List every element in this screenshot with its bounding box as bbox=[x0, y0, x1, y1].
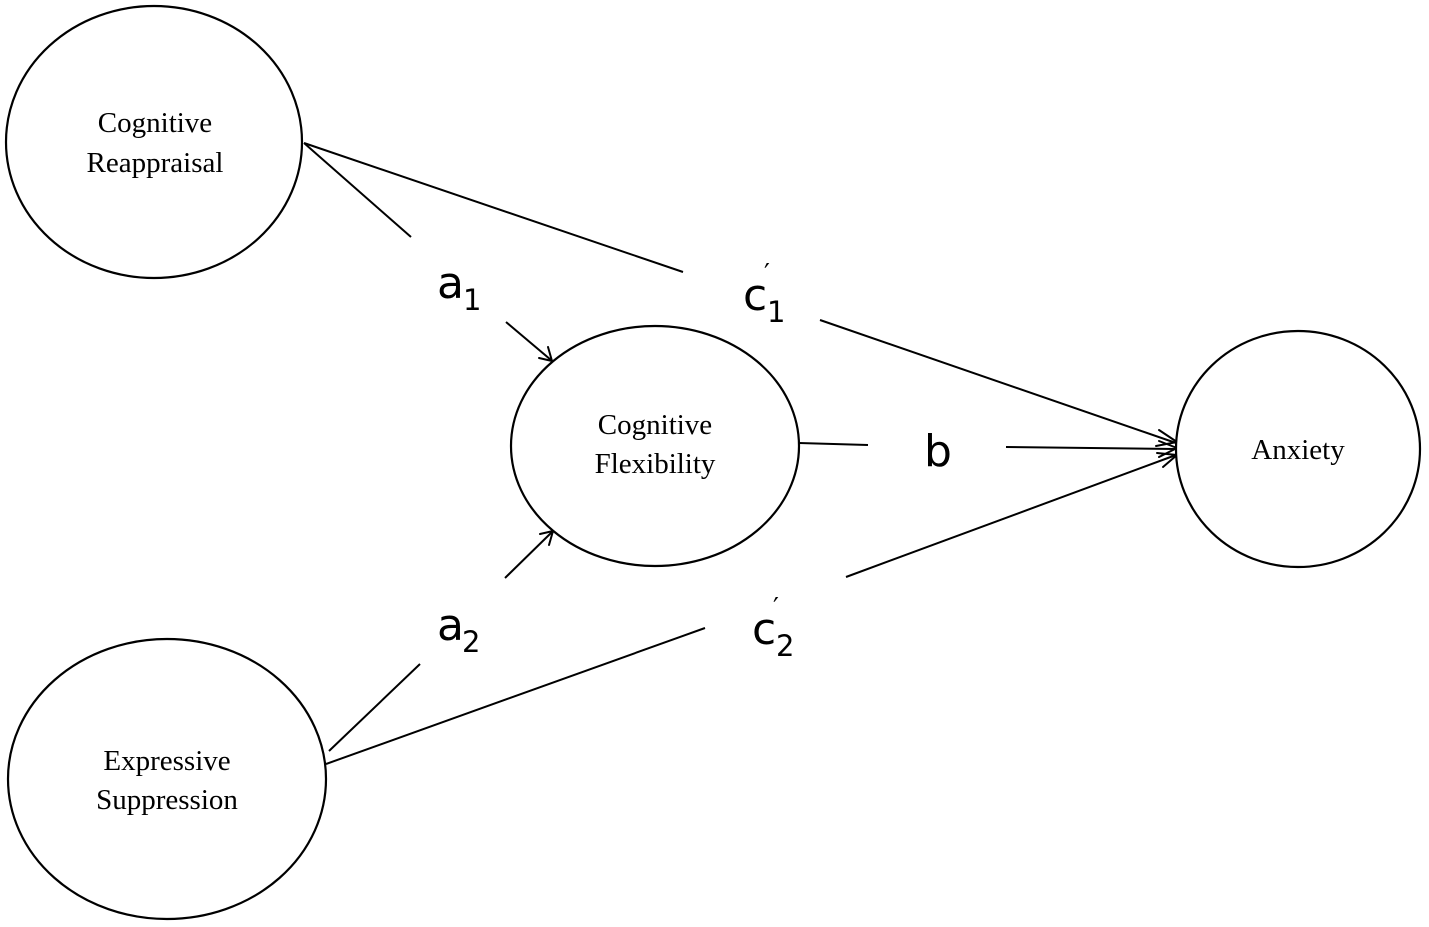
label-a1: a 1 bbox=[437, 258, 481, 317]
node-label-line2: Reappraisal bbox=[87, 147, 224, 179]
path-a2-segment-start bbox=[328, 663, 421, 752]
label-c2-prime-symbol: c bbox=[752, 604, 776, 655]
path-a1-segment-end bbox=[505, 321, 552, 361]
label-c2-prime: c ′ 2 bbox=[752, 593, 794, 663]
path-b-segment-end bbox=[1005, 446, 1177, 450]
node-anxiety: Anxiety bbox=[1174, 329, 1422, 569]
path-c1-prime-segment-start bbox=[303, 142, 684, 273]
label-a1-subscript: 1 bbox=[463, 283, 481, 317]
path-lines bbox=[303, 142, 1177, 765]
node-ellipse bbox=[509, 324, 801, 568]
label-a2: a 2 bbox=[437, 600, 480, 659]
node-cognitive-flexibility: Cognitive Flexibility bbox=[509, 324, 801, 568]
node-ellipse bbox=[1174, 329, 1422, 569]
label-c2-prime-subscript: 2 bbox=[776, 629, 794, 663]
path-c2-prime-segment-end bbox=[845, 454, 1177, 578]
label-a1-symbol: a bbox=[437, 258, 464, 309]
path-a1-segment-start bbox=[303, 142, 412, 238]
label-c2-prime-mark: ′ bbox=[773, 593, 779, 623]
label-a2-subscript: 2 bbox=[462, 625, 480, 659]
node-label-line1: Cognitive bbox=[98, 107, 212, 139]
node-label-line2: Flexibility bbox=[595, 448, 716, 480]
node-ellipse bbox=[6, 637, 328, 921]
label-b: b bbox=[924, 426, 952, 477]
path-c1-prime-segment-end bbox=[819, 319, 1177, 444]
node-ellipse bbox=[4, 4, 304, 280]
label-c1-prime-mark: ′ bbox=[764, 259, 770, 289]
label-b-symbol: b bbox=[924, 426, 952, 477]
node-expressive-suppression: Expressive Suppression bbox=[6, 637, 328, 921]
path-c2-prime-segment-start bbox=[325, 627, 706, 765]
node-cognitive-reappraisal: Cognitive Reappraisal bbox=[4, 4, 304, 280]
label-c1-prime-symbol: c bbox=[743, 270, 767, 321]
node-label-line1: Cognitive bbox=[598, 409, 712, 441]
label-c1-prime-subscript: 1 bbox=[767, 295, 785, 329]
path-a2-segment-end bbox=[504, 531, 553, 579]
path-b-segment-start bbox=[798, 442, 869, 446]
label-a2-symbol: a bbox=[437, 600, 464, 651]
node-label-line2: Suppression bbox=[96, 784, 238, 816]
label-c1-prime: c ′ 1 bbox=[743, 259, 785, 329]
node-label: Anxiety bbox=[1251, 434, 1345, 466]
node-label-line1: Expressive bbox=[103, 745, 230, 777]
